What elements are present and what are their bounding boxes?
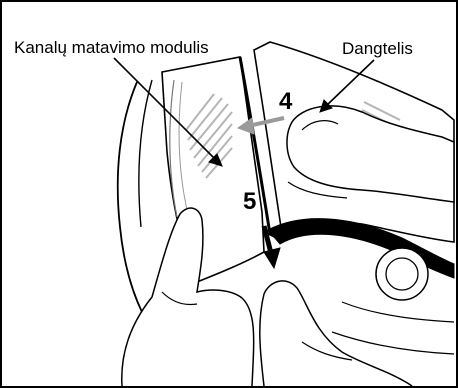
base-line bbox=[342, 302, 454, 322]
step-4-number: 4 bbox=[279, 90, 292, 114]
shell-outline bbox=[118, 82, 142, 312]
cover-label: Dangtelis bbox=[340, 39, 415, 58]
base-line-2 bbox=[332, 332, 454, 354]
knob-inner bbox=[386, 258, 418, 290]
module-label: Kanalų matavimo modulis bbox=[12, 38, 211, 57]
shell-inner-line bbox=[139, 80, 152, 227]
step-5-number: 5 bbox=[243, 190, 256, 214]
